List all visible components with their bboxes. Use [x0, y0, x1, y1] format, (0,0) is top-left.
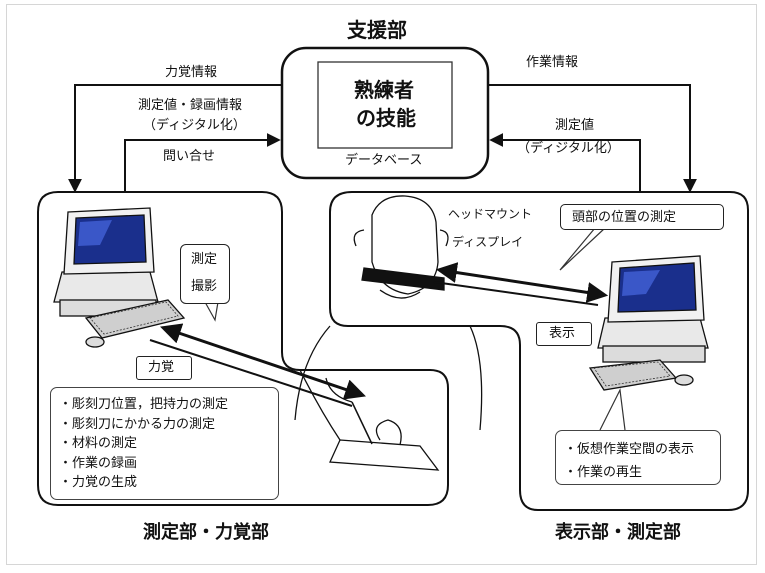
query-arrow — [124, 133, 281, 192]
list-item: ・彫刻刀位置，把持力の測定 — [59, 397, 229, 412]
right-section-title: 表示部・測定部 — [555, 522, 681, 543]
support-unit-title: 支援部 — [347, 18, 407, 42]
head-position-bubble — [560, 204, 724, 230]
skill-inner-box — [317, 61, 453, 149]
force-info-label: 力覚情報 — [165, 65, 218, 80]
list2-tail — [599, 387, 626, 431]
craftsman-figure — [294, 195, 483, 471]
right-section-boundary — [329, 191, 749, 511]
tool-link-arrow-bottom — [149, 339, 353, 407]
skill-label-line1: 熟練者 — [354, 78, 414, 102]
measure-capture-bubble — [180, 244, 230, 304]
list-item: ・彫刻刀にかかる力の測定 — [59, 416, 216, 432]
measured-value-label-2: （ディジタル化） — [517, 141, 620, 156]
hmd-link-arrow-top — [435, 262, 609, 303]
force-label-box — [136, 356, 192, 380]
left-section-title: 測定部・力覚部 — [143, 522, 269, 543]
display-label: 表示 — [549, 326, 576, 341]
capture-label: 撮影 — [191, 279, 218, 294]
hmd-label-2: ディスプレイ — [452, 235, 524, 249]
force-label: 力覚 — [148, 360, 175, 375]
list-item: ・作業の再生 — [564, 465, 643, 480]
skill-label-line2: の技能 — [356, 106, 416, 130]
list-item: ・材料の測定 — [59, 436, 138, 451]
measure-bubble-tail — [204, 301, 219, 322]
database-label: データベース — [345, 153, 423, 168]
measured-value-arrow — [489, 133, 641, 192]
force-info-arrow — [68, 84, 282, 193]
right-computer — [588, 255, 709, 391]
measure-label: 測定 — [191, 252, 218, 267]
hmd-label-1: ヘッドマウント — [448, 207, 533, 221]
left-computer — [53, 207, 186, 348]
list-item: ・仮想作業空間の表示 — [564, 442, 695, 457]
display-label-box — [536, 322, 592, 346]
left-section-boundary — [37, 191, 449, 506]
work-info-label: 作業情報 — [526, 55, 579, 70]
list-item: ・作業の録画 — [59, 455, 138, 471]
measured-record-label-2: （ディジタル化） — [143, 118, 246, 133]
measured-value-label-1: 測定値 — [555, 118, 595, 133]
figure-frame — [6, 4, 757, 565]
right-function-list: ・仮想作業空間の表示 ・作業の再生 — [555, 430, 721, 485]
head-position-tail — [559, 227, 606, 271]
work-info-arrow — [488, 84, 697, 193]
hmd-link-arrow-bottom — [433, 281, 599, 306]
left-function-list: ・彫刻刀位置，把持力の測定 ・彫刻刀にかかる力の測定 ・材料の測定 ・作業の録画… — [50, 387, 279, 500]
query-label: 問い合せ — [163, 149, 216, 164]
head-position-label: 頭部の位置の測定 — [572, 210, 677, 225]
measured-record-label-1: 測定値・録画情報 — [138, 98, 243, 113]
tool-link-arrow-top — [160, 323, 366, 400]
list-item: ・力覚の生成 — [59, 475, 138, 490]
